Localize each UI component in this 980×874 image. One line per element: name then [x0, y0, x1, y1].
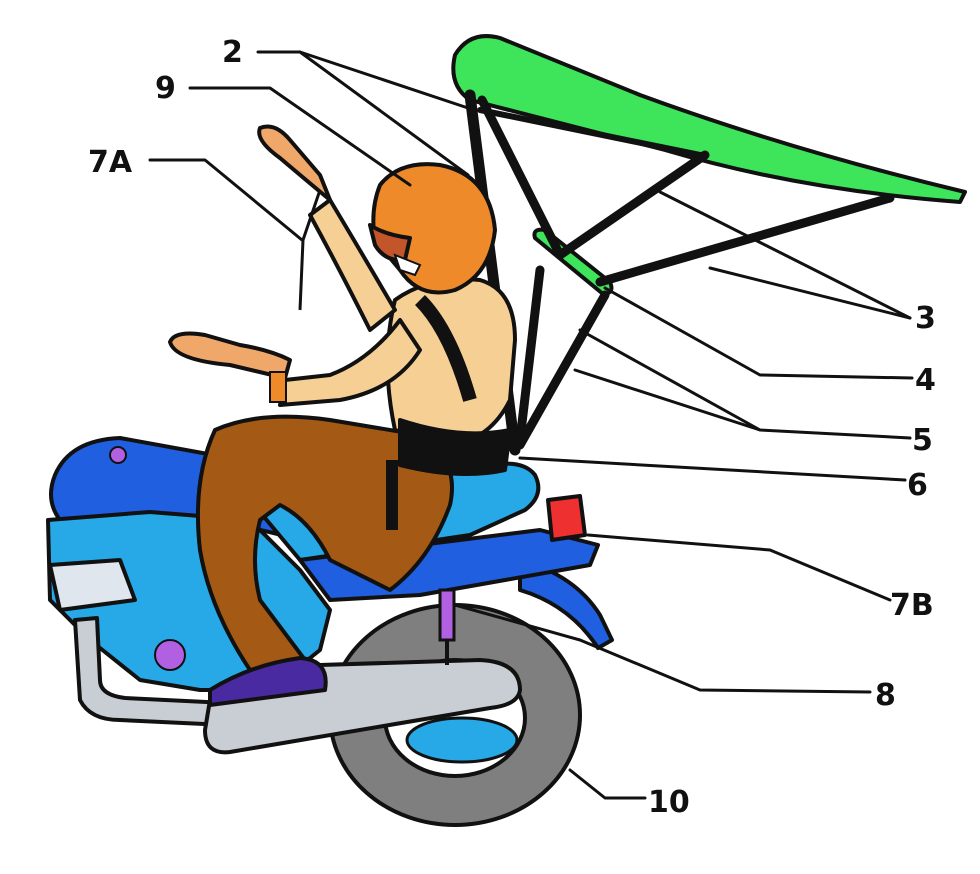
engine-bolt-2 [109, 446, 127, 464]
strut-front-right [477, 95, 565, 260]
callout-labels: 2 9 7A 3 4 5 6 7B 8 10 [88, 35, 936, 820]
motorcycle-figure [46, 436, 614, 827]
label-3: 3 [915, 301, 936, 336]
leader-4 [603, 286, 914, 380]
leader-3b [708, 266, 912, 320]
strut-down-right [515, 290, 610, 450]
label-9: 9 [155, 71, 176, 106]
label-8: 8 [875, 678, 896, 713]
rider-harness [398, 418, 512, 476]
rider-front-arm [278, 318, 422, 407]
label-5: 5 [912, 423, 933, 458]
leader-7a [148, 158, 304, 242]
leader-10 [568, 768, 647, 800]
strut-keel [477, 107, 703, 158]
shock-absorber [438, 588, 456, 642]
rider-helmet [371, 162, 497, 295]
strut-down-left [515, 265, 545, 445]
rider-front-hand [168, 331, 292, 380]
leader-3a [658, 190, 912, 320]
leader-7b [586, 533, 892, 602]
harness-strap [414, 295, 477, 402]
strut-cross [555, 150, 710, 260]
label-10: 10 [648, 785, 690, 820]
rider-wrist-band [269, 371, 287, 403]
leader-2b [298, 50, 470, 177]
leader-9 [188, 86, 412, 187]
glider-frame [464, 89, 895, 456]
strut-rear [595, 193, 895, 287]
leader-6 [518, 456, 907, 482]
label-2: 2 [222, 35, 243, 70]
label-4: 4 [915, 363, 936, 398]
leader-lines [148, 50, 914, 800]
rear-fender [518, 558, 614, 650]
label-7a: 7A [88, 145, 133, 180]
rider-figure [168, 124, 517, 707]
label-7b: 7B [890, 588, 934, 623]
rider-raised-hand [257, 124, 332, 202]
rider-shoe [208, 656, 328, 707]
label-6: 6 [907, 468, 928, 503]
leader-5a [578, 328, 912, 440]
leader-8 [453, 603, 872, 694]
tail-light [546, 494, 587, 542]
leader-5b [573, 368, 762, 432]
rider-beard [393, 253, 422, 277]
rear-wheel-inner [405, 716, 519, 764]
engine-bolt-1 [154, 639, 186, 671]
engine-cover [48, 558, 137, 612]
